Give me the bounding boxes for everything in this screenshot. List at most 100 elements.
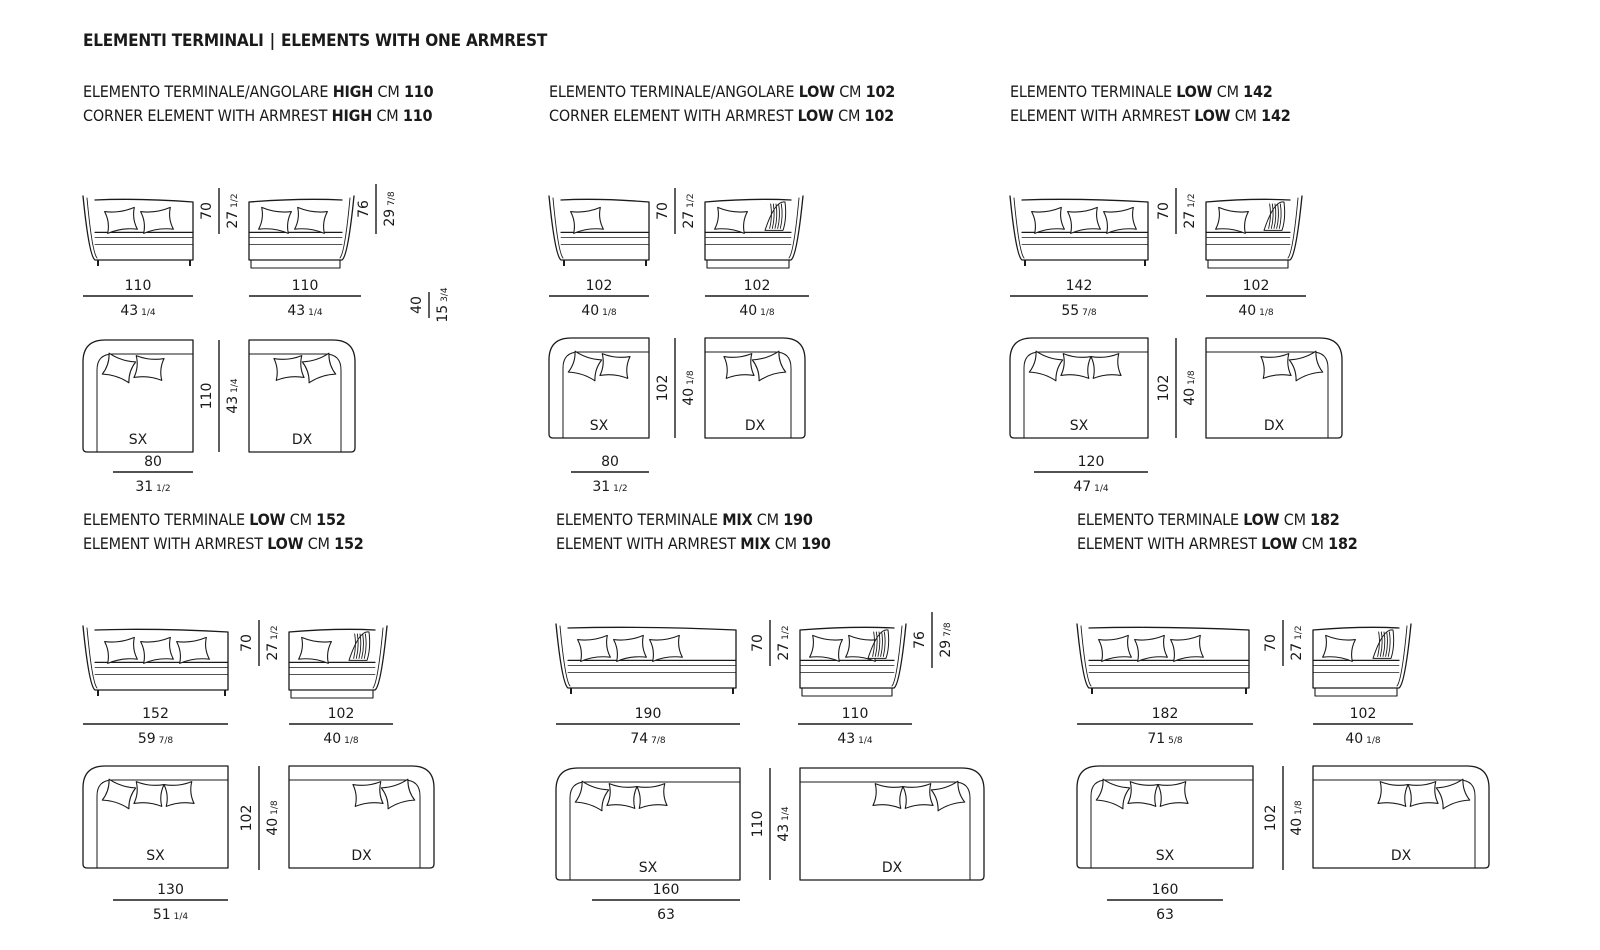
sofa-body-outline <box>799 623 907 689</box>
plan-inner-outline <box>96 779 229 869</box>
cushion-outline <box>133 355 165 381</box>
width-inch-label-fraction: 1/4 <box>1094 484 1109 494</box>
width-cm-label: 182 <box>1152 706 1179 722</box>
cushion-stripe <box>1273 203 1277 229</box>
width-inch-label-whole: 40 <box>323 731 341 747</box>
width-inch-label-fraction: 1/2 <box>613 484 627 494</box>
plan-side-label: SX <box>1070 418 1089 434</box>
page-title: ELEMENTI TERMINALI|ELEMENTS WITH ONE ARM… <box>83 31 547 51</box>
cushion-outline <box>577 634 611 662</box>
cushion-shape <box>636 783 668 809</box>
height-inch-label: 401/8 <box>681 370 697 406</box>
cushion-shape <box>613 634 647 662</box>
width-inch-label-fraction: 1/8 <box>344 736 359 746</box>
width-inch-label-fraction: 7/8 <box>651 736 666 746</box>
plan-inner-outline <box>562 351 650 439</box>
cushion-shape <box>176 636 210 664</box>
width-cm-label: 160 <box>653 882 680 898</box>
height-inch-label: 401/8 <box>1289 800 1305 836</box>
cushion-shape <box>101 778 137 810</box>
plan-inner-outline <box>799 781 971 881</box>
width-inch-label: 63 <box>1156 907 1174 923</box>
cushion-shape <box>1028 350 1064 382</box>
armrest-line <box>1396 625 1408 687</box>
height-inch-label-whole: 40 <box>681 388 697 406</box>
armrest-line <box>788 197 800 259</box>
heading-keyword: MIX <box>740 534 771 553</box>
heading-number: 102 <box>865 82 896 101</box>
height-cm-label: 76 <box>912 631 928 649</box>
width-cm-label: 110 <box>125 278 152 294</box>
height-cm-label: 102 <box>1263 805 1279 832</box>
heading-unit: CM <box>756 510 779 529</box>
cushion-stripe <box>771 203 775 229</box>
height-cm-label: 40 <box>409 296 425 314</box>
heading-unit: CM <box>838 106 861 125</box>
cushion-stripe <box>872 631 875 657</box>
heading-prefix: ELEMENTO TERMINALE <box>556 510 718 529</box>
cushion-stripe <box>1382 631 1386 657</box>
heading-unit: CM <box>1301 534 1324 553</box>
cushion-shape <box>133 355 165 381</box>
cushion-outline <box>1157 781 1189 807</box>
plan-view: DX <box>288 765 435 869</box>
cushion-outline <box>1103 206 1137 234</box>
striped-cushion <box>1263 201 1286 231</box>
armrest-line <box>86 197 98 259</box>
front-view <box>799 623 907 697</box>
heading-number: 182 <box>1328 534 1358 553</box>
height-inch-label: 271/2 <box>265 625 281 660</box>
cushion-stripe <box>1268 203 1271 229</box>
title-english: ELEMENTS WITH ONE ARMREST <box>281 31 548 51</box>
height-inch-label-fraction: 1/2 <box>781 625 791 639</box>
cushion-outline <box>1407 781 1439 807</box>
cushion-outline <box>1170 634 1204 662</box>
cushion-shape <box>1435 778 1471 810</box>
cushion-shape <box>1127 781 1159 807</box>
cushion-shape <box>574 780 610 812</box>
cushion-outline <box>1127 781 1159 807</box>
height-inch-label: 297/8 <box>938 622 954 658</box>
height-cm-label: 70 <box>750 634 766 652</box>
cushion-outline <box>570 206 604 234</box>
front-view <box>1009 195 1149 266</box>
plan-inner-outline <box>248 353 342 453</box>
height-inch-label: 271/2 <box>681 193 697 228</box>
heading-unit: CM <box>289 510 312 529</box>
plan-view: SX <box>1009 337 1149 439</box>
heading-number: 142 <box>1243 82 1273 101</box>
cushion-shape <box>104 206 138 234</box>
heading-prefix: ELEMENTO TERMINALE/ANGOLARE <box>549 82 795 101</box>
front-view <box>548 195 650 266</box>
width-inch-label-whole: 31 <box>135 479 153 495</box>
width-cm-label: 120 <box>1078 454 1105 470</box>
sofa-body-outline <box>248 195 355 261</box>
striped-cushion <box>1372 629 1395 659</box>
heading-number: 182 <box>1310 510 1340 529</box>
heading-prefix: ELEMENTO TERMINALE <box>1010 82 1172 101</box>
cushion-stripe <box>1387 631 1391 657</box>
armrest-line <box>339 197 351 259</box>
plan-outline <box>548 337 650 439</box>
plan-view: SX <box>548 337 650 439</box>
heading-keyword: LOW <box>798 82 835 101</box>
cushion-shape <box>1215 206 1249 234</box>
cushion-stripe <box>769 203 772 229</box>
plan-inner-outline <box>704 351 792 439</box>
cushion-shape <box>133 781 165 807</box>
cushion-shape <box>294 206 328 234</box>
cushion-outline <box>101 352 137 384</box>
cushion-shape <box>352 781 384 807</box>
cushion-shape <box>380 778 416 810</box>
plinth-outline <box>801 687 893 697</box>
width-inch-label-whole: 43 <box>837 731 855 747</box>
cushion-shape <box>714 206 748 234</box>
heading-number: 190 <box>801 534 831 553</box>
width-inch-label-whole: 43 <box>287 303 305 319</box>
height-cm-label: 70 <box>199 202 215 220</box>
